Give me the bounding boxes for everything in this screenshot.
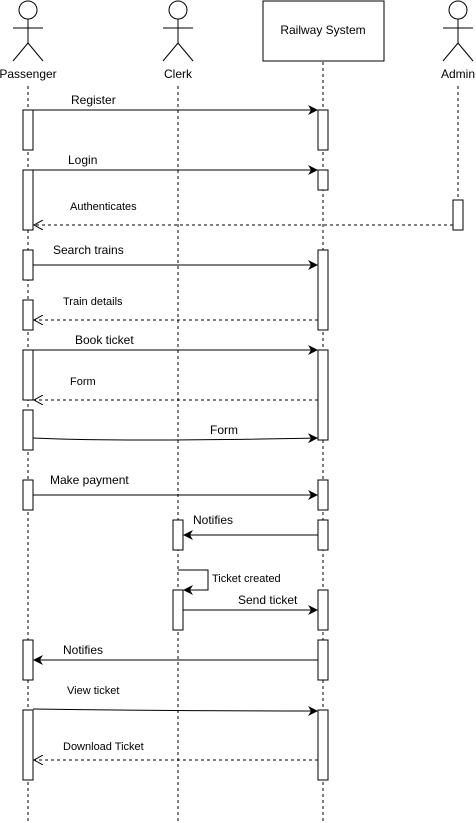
- actor-label-admin: Admin: [441, 67, 475, 81]
- activation-bar[interactable]: [22, 299, 34, 331]
- activation-bar[interactable]: [317, 109, 329, 151]
- activation-bar[interactable]: [452, 199, 464, 231]
- activation-bar[interactable]: [22, 349, 34, 401]
- activation-bar[interactable]: [22, 169, 34, 231]
- activation-bar[interactable]: [317, 589, 329, 631]
- activation-bar[interactable]: [172, 589, 184, 631]
- message-register-label: Register: [71, 93, 116, 107]
- actor-head: [448, 0, 468, 20]
- activation-bar[interactable]: [317, 349, 329, 441]
- actor-leg-right: [177, 42, 194, 62]
- message-ticket-created-label: Ticket created: [212, 573, 281, 585]
- message-authenticates-label: Authenticates: [70, 201, 137, 213]
- message-form-submit-label: Form: [210, 423, 238, 437]
- activation-bar[interactable]: [317, 479, 329, 511]
- message-notifies-passenger-label: Notifies: [63, 643, 103, 657]
- actor-head: [168, 0, 188, 20]
- activation-bar[interactable]: [317, 709, 329, 781]
- actor-admin[interactable]: [442, 0, 474, 62]
- actor-clerk[interactable]: [162, 0, 194, 62]
- activation-bar[interactable]: [22, 639, 34, 681]
- message-make-payment-label: Make payment: [50, 473, 129, 487]
- activation-bar[interactable]: [22, 109, 34, 151]
- activation-bar[interactable]: [317, 169, 329, 191]
- actor-head: [18, 0, 38, 20]
- activation-bar[interactable]: [22, 709, 34, 781]
- actor-leg-left: [12, 42, 29, 62]
- message-send-ticket-label: Send ticket: [238, 593, 298, 607]
- message-login-label: Login: [68, 153, 97, 167]
- message-book-ticket-label: Book ticket: [75, 333, 134, 347]
- participant-box-system[interactable]: [262, 0, 385, 62]
- activation-bar[interactable]: [22, 249, 34, 281]
- activation-bar[interactable]: [317, 639, 329, 681]
- message-view-ticket-label: View ticket: [67, 685, 119, 697]
- messages: [32, 105, 453, 760]
- message-download-ticket-label: Download Ticket: [63, 741, 144, 753]
- activation-bar[interactable]: [317, 519, 329, 551]
- message-labels: Register Login Authenticates Search trai…: [50, 93, 298, 753]
- activation-bar[interactable]: [22, 409, 34, 451]
- message-form-reply-label: Form: [70, 376, 96, 388]
- actor-label-clerk: Clerk: [164, 67, 193, 81]
- activation-bar[interactable]: [317, 249, 329, 331]
- actor-label-passenger: Passenger: [0, 67, 57, 81]
- actor-leg-right: [27, 42, 44, 62]
- actor-leg-right: [457, 42, 474, 62]
- message-view-ticket-arrow[interactable]: [32, 705, 318, 716]
- participant-label-system: Railway System: [280, 23, 365, 37]
- activation-bar[interactable]: [172, 519, 184, 551]
- message-form-submit-arrow[interactable]: [32, 433, 318, 444]
- activation-bar[interactable]: [22, 479, 34, 511]
- message-notifies-clerk-label: Notifies: [193, 513, 233, 527]
- message-train-details-label: Train details: [63, 296, 123, 308]
- actor-leg-left: [162, 42, 179, 62]
- message-search-trains-label: Search trains: [53, 243, 124, 257]
- lifelines: [27, 62, 459, 823]
- message-ticket-created-arrow[interactable]: [178, 569, 209, 595]
- actor-passenger[interactable]: [12, 0, 44, 62]
- actor-leg-left: [442, 42, 459, 62]
